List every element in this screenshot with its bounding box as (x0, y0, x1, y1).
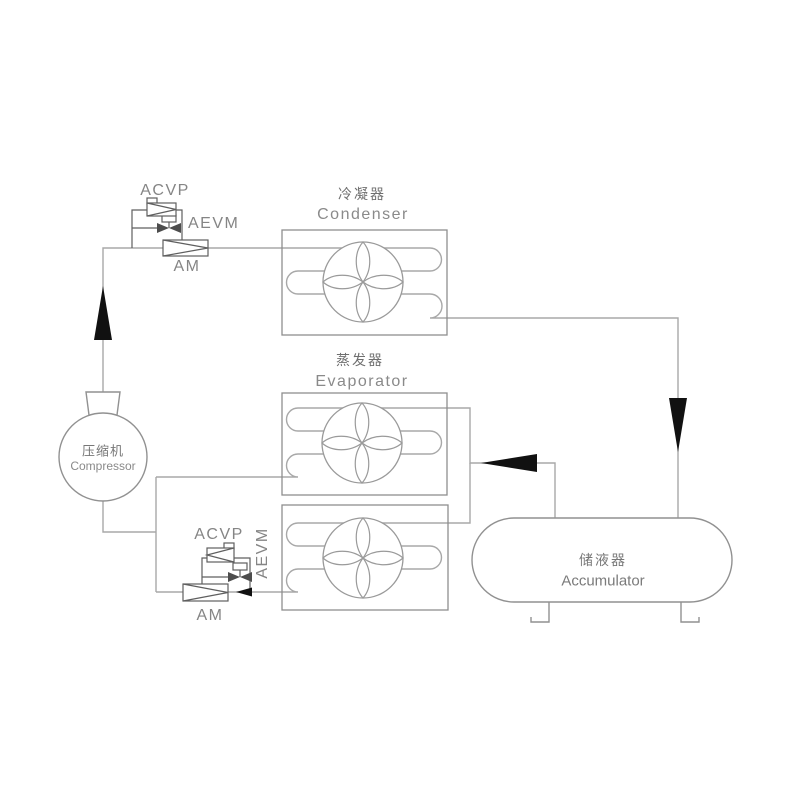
flow-arrow-up (94, 286, 112, 340)
am-valve-icon (162, 239, 209, 257)
flow-arrow-left-small (236, 587, 252, 597)
valve-group-top (131, 197, 209, 257)
acvp-bottom-label: ACVP (194, 526, 244, 543)
discharge-and-condenser-coil (102, 247, 679, 518)
liquid-line-evaporator1-coil (156, 407, 556, 518)
condenser-label-zh: 冷凝器 (338, 186, 386, 202)
evaporator1-fan-icon (321, 402, 403, 484)
condenser-box (281, 229, 448, 336)
aevm-bottom-label: AEVM (254, 527, 271, 579)
accumulator-label-zh: 储液器 (579, 552, 627, 568)
condenser-fan-icon (322, 241, 404, 323)
liquid-line-evaporator2-coil (156, 463, 471, 593)
flow-arrow-left (481, 454, 537, 472)
evaporator2-box (281, 504, 449, 611)
condenser-label-en: Condenser (317, 206, 409, 223)
aevm-valve-icon (228, 562, 252, 582)
flow-arrow-down (669, 398, 687, 452)
compressor-symbol (58, 391, 148, 502)
evaporator1-box (281, 392, 448, 496)
am-bottom-label: AM (196, 607, 224, 624)
acvp-valve-icon (204, 542, 235, 563)
suction-line (102, 477, 157, 592)
evaporator-label-en: Evaporator (315, 373, 409, 390)
compressor-label-zh: 压缩机 (81, 443, 125, 459)
accumulator-leg-left (530, 602, 550, 623)
accumulator-leg-right (680, 602, 700, 623)
evaporator-label-zh: 蒸发器 (336, 352, 384, 368)
evaporator2-fan-icon (322, 517, 404, 599)
acvp-valve-icon (146, 197, 177, 217)
piping (102, 247, 679, 593)
accumulator-label-en: Accumulator (561, 572, 645, 590)
valve-group-bottom (182, 542, 252, 602)
am-valve-icon (182, 583, 229, 602)
aevm-top-label: AEVM (188, 215, 240, 232)
accumulator-symbol (471, 517, 733, 623)
aevm-valve-icon (157, 214, 181, 233)
acvp-top-label: ACVP (140, 182, 190, 199)
am-top-label: AM (173, 258, 201, 275)
compressor-label-en: Compressor (70, 459, 136, 473)
